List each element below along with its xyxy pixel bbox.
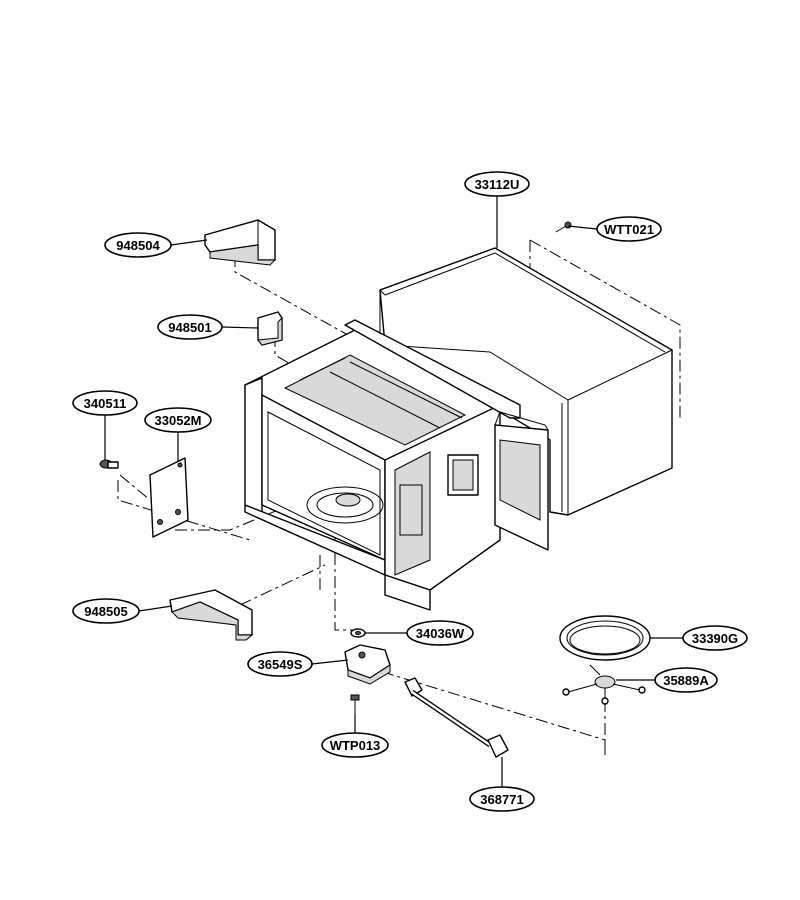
roller-guide-35889A bbox=[562, 664, 646, 705]
callout-368771: 368771 bbox=[469, 786, 535, 812]
part-number: 33112U bbox=[475, 177, 520, 192]
turntable-tray-33390G bbox=[559, 615, 651, 661]
callout-36549S: 36549S bbox=[247, 651, 313, 677]
callout-WTP013: WTP013 bbox=[321, 732, 389, 758]
callout-35889A: 35889A bbox=[654, 667, 718, 693]
cavity-chassis bbox=[244, 319, 549, 611]
bracket-33052M bbox=[149, 457, 189, 538]
part-number: WTT021 bbox=[604, 222, 654, 237]
leader-lines bbox=[104, 196, 683, 787]
insulation-948504 bbox=[204, 219, 277, 266]
part-number: 33390G bbox=[692, 631, 738, 646]
callout-33112U: 33112U bbox=[464, 171, 530, 197]
part-number: 35889A bbox=[663, 673, 709, 688]
part-number: 34036W bbox=[416, 626, 465, 641]
harness-368771 bbox=[404, 677, 509, 758]
part-number: 948501 bbox=[168, 320, 211, 335]
part-number: 340511 bbox=[84, 396, 127, 411]
callout-34036W: 34036W bbox=[406, 620, 474, 646]
callout-340511: 340511 bbox=[72, 390, 138, 416]
callout-948505: 948505 bbox=[72, 598, 140, 624]
part-number: 36549S bbox=[258, 657, 303, 672]
callout-33052M: 33052M bbox=[144, 407, 212, 433]
coupler-34036W bbox=[350, 628, 366, 638]
callout-33390G: 33390G bbox=[682, 625, 748, 651]
insulation-948505 bbox=[169, 589, 254, 641]
callout-948504: 948504 bbox=[104, 232, 172, 258]
part-number: WTP013 bbox=[330, 738, 381, 753]
screw-WTP013 bbox=[350, 694, 360, 715]
insulation-948501 bbox=[257, 311, 283, 346]
callout-WTT021: WTT021 bbox=[596, 216, 662, 242]
part-number: 948504 bbox=[116, 238, 160, 253]
part-number: 33052M bbox=[155, 413, 202, 428]
motor-36549S bbox=[344, 644, 391, 685]
part-number: 368771 bbox=[480, 792, 523, 807]
callout-948501: 948501 bbox=[157, 314, 223, 340]
screw-WTT021 bbox=[555, 221, 572, 233]
part-number: 948505 bbox=[84, 604, 127, 619]
screw-340511 bbox=[99, 459, 119, 469]
